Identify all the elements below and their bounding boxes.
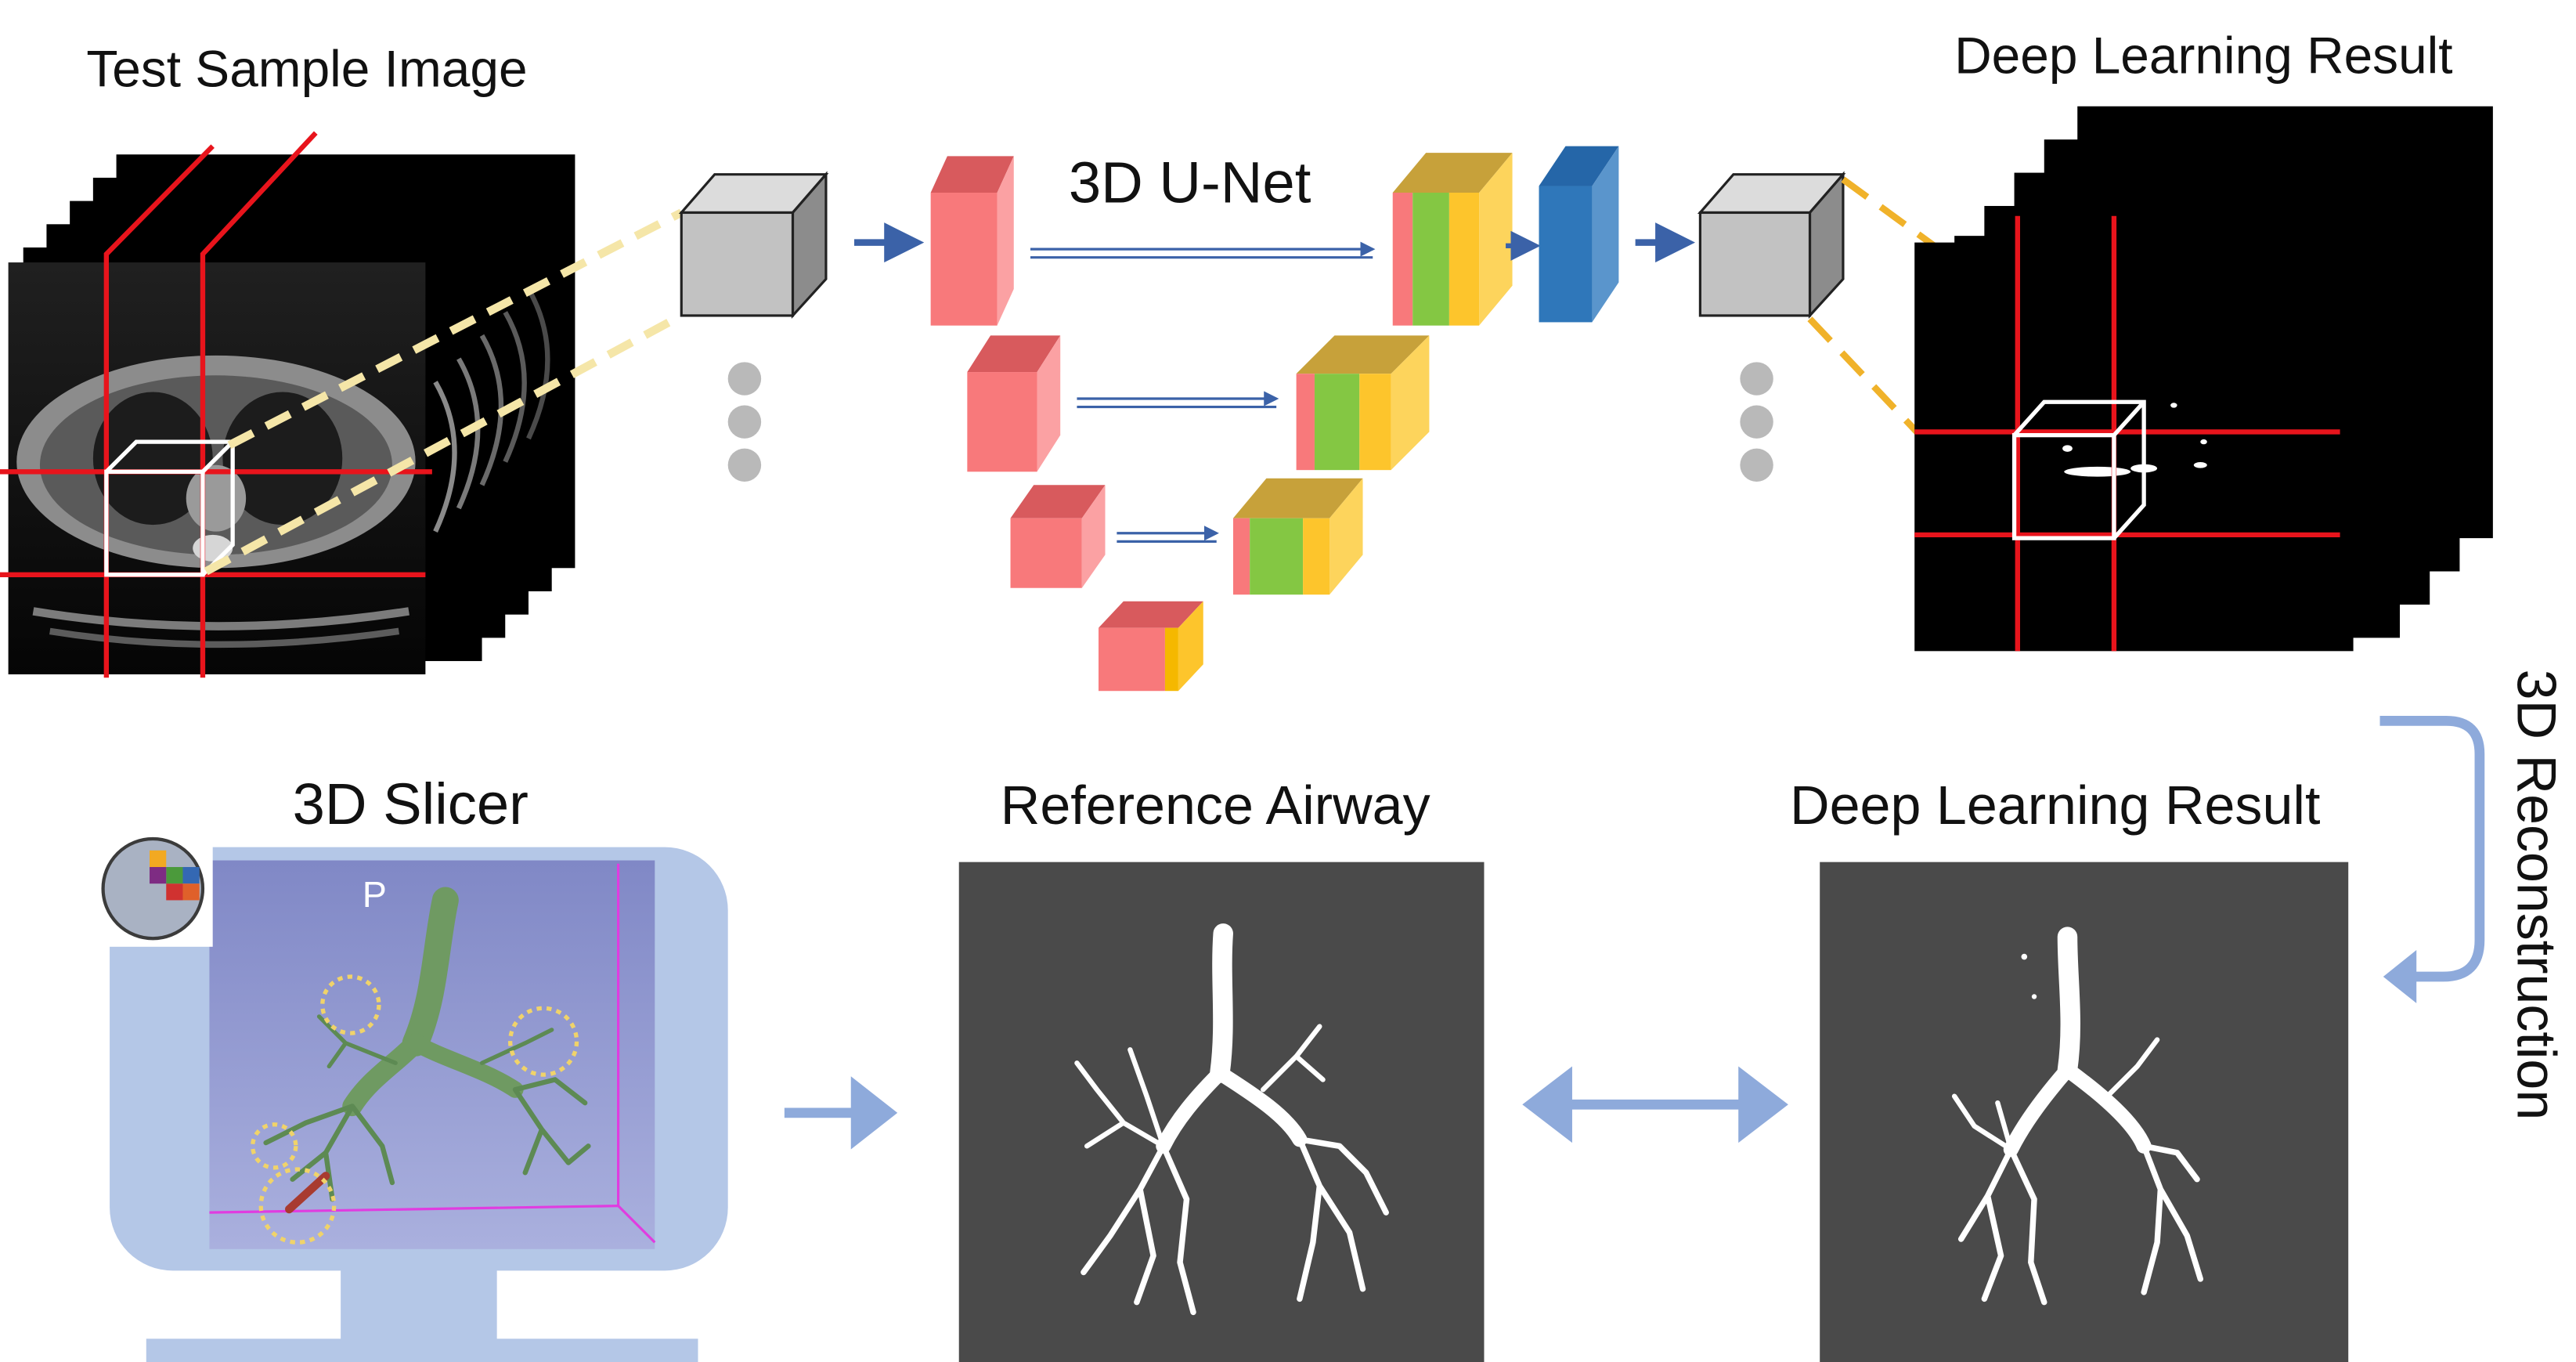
reference-airway-title: Reference Airway (1001, 775, 1431, 836)
ct-chest-scan (16, 355, 416, 648)
decoder-block-1 (1392, 153, 1513, 326)
reference-airway-panel: Reference Airway (958, 775, 1485, 1362)
patch-projection-lines (204, 208, 684, 576)
slicer-title: 3D Slicer (293, 771, 529, 836)
skip-connections (1030, 241, 1376, 543)
dl-result-top-title: Deep Learning Result (1954, 26, 2452, 84)
unet-block: 3D U-Net (930, 146, 1619, 692)
bottleneck-block (1099, 601, 1203, 692)
output-patch-cube (1697, 171, 1846, 320)
reference-airway-tree (1074, 923, 1389, 1316)
slicer-airway-model (263, 887, 591, 1214)
slicer-monitor: 3D Slicer P (96, 771, 728, 1362)
decoder-block-3 (1232, 478, 1363, 595)
encoder-block-3 (1010, 485, 1106, 588)
dl-result-bottom-panel: Deep Learning Result (1790, 775, 2349, 1362)
output-patch-ellipsis (1740, 362, 1773, 482)
comparison-double-arrow (1522, 1066, 1788, 1143)
dl-airway-tree (1951, 927, 2204, 1306)
dl-result-bottom-title: Deep Learning Result (1790, 775, 2320, 836)
slicer-view-letter: P (363, 874, 387, 915)
reconstruction-arrow (2379, 716, 2485, 1003)
slicer-highlight-circles (250, 974, 579, 1245)
decoder-block-2 (1296, 335, 1430, 471)
slicer-3d-view: P (209, 860, 656, 1249)
output-layer-block (1539, 146, 1619, 323)
encoder-block-2 (967, 335, 1061, 472)
dl-result-stack: Deep Learning Result (1914, 26, 2493, 652)
test-sample-image-title: Test Sample Image (86, 39, 527, 97)
arrow-slicer-to-reference (784, 1076, 898, 1150)
input-patch-cube (678, 171, 829, 320)
dl-result-wireframe-cube (2011, 399, 2146, 540)
slicer-logo-icon (96, 830, 213, 947)
dl-result-crosshair-lines (1914, 215, 2340, 652)
unet-title: 3D U-Net (1069, 150, 1311, 215)
input-patch-ellipsis (727, 362, 762, 482)
encoder-block-1 (930, 156, 1014, 326)
reconstruction-label: 3D Reconstruction (2506, 670, 2567, 1121)
test-sample-image-stack: Test Sample Image (0, 39, 575, 678)
